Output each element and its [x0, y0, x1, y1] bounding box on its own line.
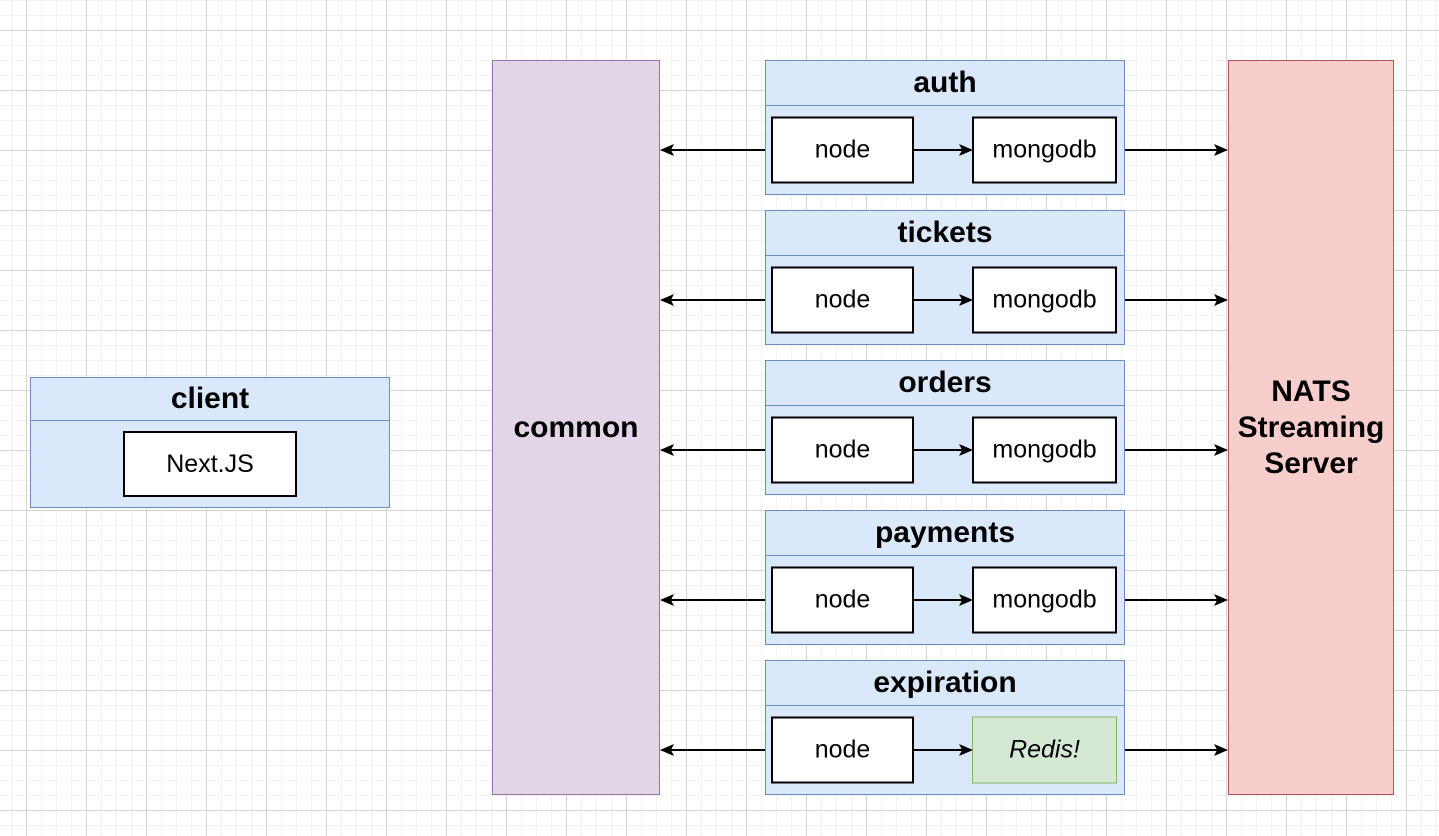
client-title: client [31, 378, 389, 421]
edge-auth-to-nats[interactable] [1125, 144, 1228, 156]
edge-payments-to-common[interactable] [660, 594, 765, 606]
client-shape[interactable]: client Next.JS [30, 377, 390, 508]
service-expiration[interactable]: expiration node Redis! [765, 660, 1125, 795]
service-tickets-title: tickets [766, 211, 1124, 256]
edge-auth-to-common[interactable] [660, 144, 765, 156]
edge-expiration-node-to-redis[interactable] [914, 744, 973, 756]
service-tickets-node-box[interactable]: node [771, 266, 914, 333]
service-auth-body: node mongodb [766, 106, 1124, 193]
common-label: common [513, 410, 639, 444]
edge-payments-node-to-mongodb[interactable] [914, 594, 973, 606]
edge-orders-to-common[interactable] [660, 444, 765, 456]
service-orders[interactable]: orders node mongodb [765, 360, 1125, 495]
edge-orders-to-nats[interactable] [1125, 444, 1228, 456]
edge-auth-node-to-mongodb[interactable] [914, 144, 973, 156]
service-payments-mongodb-box[interactable]: mongodb [972, 566, 1117, 633]
service-tickets-mongodb-box[interactable]: mongodb [972, 266, 1117, 333]
service-payments[interactable]: payments node mongodb [765, 510, 1125, 645]
edge-tickets-node-to-mongodb[interactable] [914, 294, 973, 306]
nextjs-box[interactable]: Next.JS [123, 431, 297, 497]
edge-expiration-to-common[interactable] [660, 744, 765, 756]
edge-tickets-to-nats[interactable] [1125, 294, 1228, 306]
service-expiration-title: expiration [766, 661, 1124, 706]
service-tickets[interactable]: tickets node mongodb [765, 210, 1125, 345]
service-orders-body: node mongodb [766, 406, 1124, 493]
service-auth[interactable]: auth node mongodb [765, 60, 1125, 195]
nats-label: NATS Streaming Server [1237, 374, 1385, 480]
service-expiration-body: node Redis! [766, 706, 1124, 793]
service-auth-node-box[interactable]: node [771, 116, 914, 183]
client-body: Next.JS [31, 421, 389, 507]
edge-payments-to-nats[interactable] [1125, 594, 1228, 606]
service-orders-node-box[interactable]: node [771, 416, 914, 483]
service-auth-title: auth [766, 61, 1124, 106]
edge-expiration-to-nats[interactable] [1125, 744, 1228, 756]
service-tickets-body: node mongodb [766, 256, 1124, 343]
edge-orders-node-to-mongodb[interactable] [914, 444, 973, 456]
service-payments-node-box[interactable]: node [771, 566, 914, 633]
service-orders-mongodb-box[interactable]: mongodb [972, 416, 1117, 483]
common-shape[interactable]: common [492, 60, 660, 795]
nats-streaming-server-shape[interactable]: NATS Streaming Server [1228, 60, 1394, 795]
service-payments-title: payments [766, 511, 1124, 556]
service-orders-title: orders [766, 361, 1124, 406]
service-expiration-redis-box[interactable]: Redis! [972, 716, 1117, 783]
edge-tickets-to-common[interactable] [660, 294, 765, 306]
service-payments-body: node mongodb [766, 556, 1124, 643]
service-auth-mongodb-box[interactable]: mongodb [972, 116, 1117, 183]
service-expiration-node-box[interactable]: node [771, 716, 914, 783]
